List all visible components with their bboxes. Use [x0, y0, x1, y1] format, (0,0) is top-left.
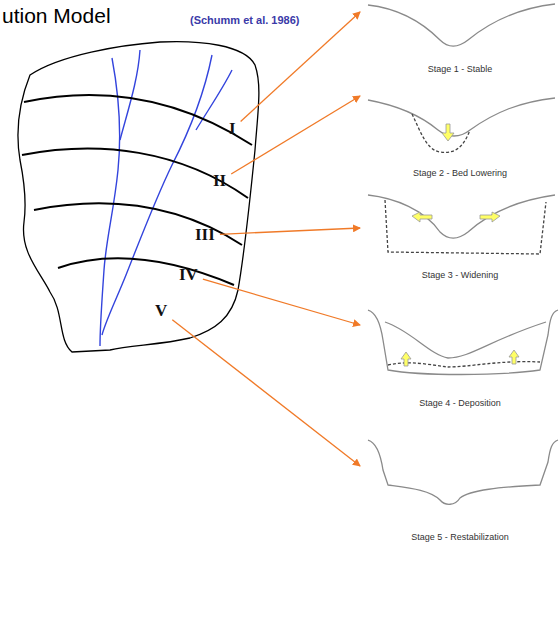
- stage-caption: Stage 2 - Bed Lowering: [413, 168, 507, 180]
- cross-sections: [368, 4, 558, 504]
- zone-numeral: II: [213, 171, 226, 191]
- citation: (Schumm et al. 1986): [190, 14, 299, 26]
- stage-caption: Stage 5 - Restabilization: [411, 532, 509, 544]
- zone-label: IV: [176, 264, 201, 286]
- leader-arrow: [231, 96, 360, 174]
- stage-panel: Stage 1 - Stable: [360, 0, 560, 76]
- movement-arrows: [401, 124, 519, 366]
- zone-lines: [22, 95, 252, 285]
- zone-label: I: [226, 118, 239, 140]
- stage-panel: Stage 3 - Widening: [360, 188, 560, 282]
- streams: [100, 50, 232, 346]
- zone-label: II: [210, 170, 229, 192]
- title: ution Model: [2, 4, 111, 28]
- leader-arrow: [203, 279, 360, 325]
- leader-arrow: [220, 228, 360, 234]
- stage-caption: Stage 4 - Deposition: [419, 398, 501, 410]
- zone-numeral: I: [229, 119, 236, 139]
- zone-numeral: V: [155, 301, 167, 321]
- zone-label: III: [192, 224, 218, 246]
- zone-numeral: III: [195, 225, 215, 245]
- zone-label: V: [152, 300, 170, 322]
- zone-numeral: IV: [179, 265, 198, 285]
- stage-panel: Stage 5 - Restabilization: [360, 436, 560, 544]
- stage-caption: Stage 1 - Stable: [428, 64, 493, 76]
- watershed-outline: [18, 42, 259, 352]
- leader-arrow: [172, 320, 360, 466]
- stage-panel: Stage 2 - Bed Lowering: [360, 88, 560, 180]
- stage-panel: Stage 4 - Deposition: [360, 300, 560, 410]
- leader-arrow: [241, 12, 360, 121]
- stage-caption: Stage 3 - Widening: [422, 270, 499, 282]
